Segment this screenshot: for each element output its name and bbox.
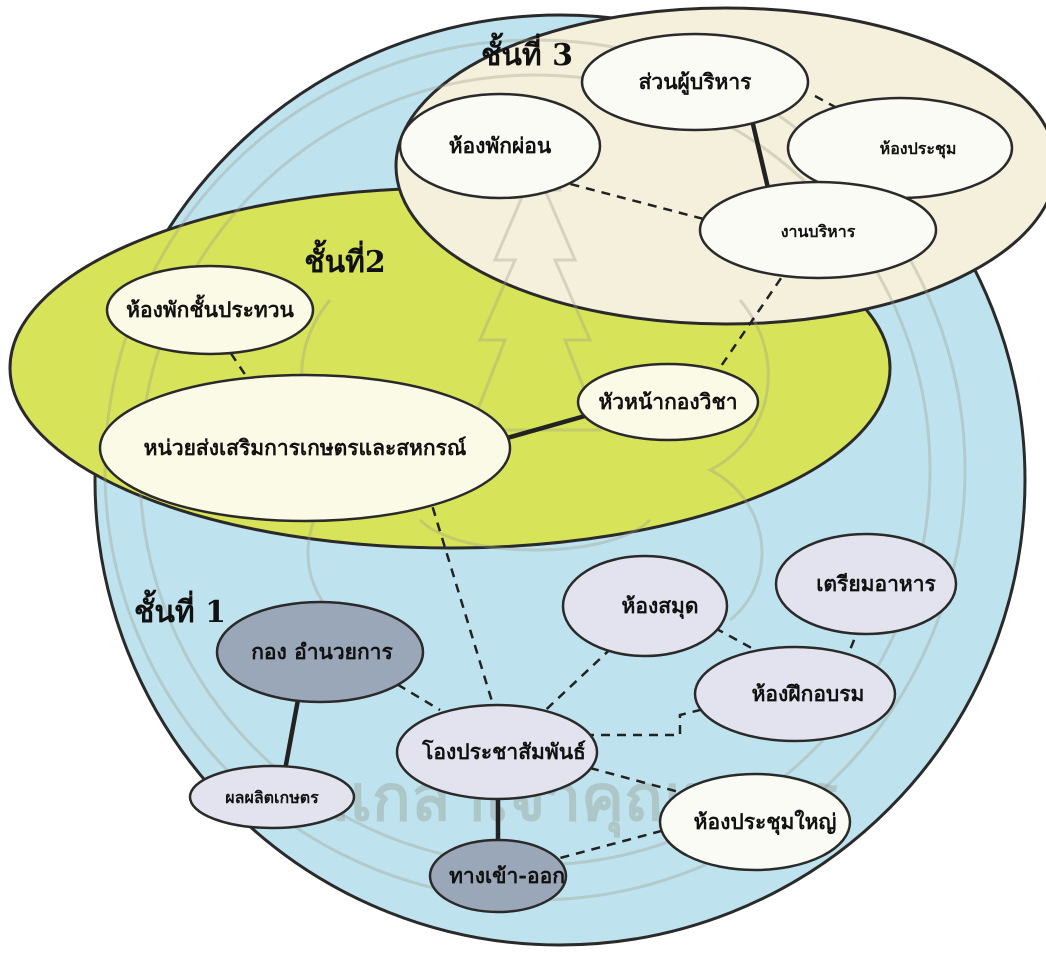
connector-director-to-pr: [369, 666, 441, 712]
node-product-display: ผลผลิตเกษตร: [188, 764, 356, 830]
connector-entrance-to-largemeeting: [544, 828, 666, 864]
connector-wardrest-to-agri: [220, 339, 264, 401]
node-agri-coop-unit: หน่วยส่งเสริมการเกษตรและสหกรณ์: [98, 373, 512, 523]
node-admin-work-label: งานบริหาร: [781, 222, 856, 241]
floor2-label: ชั้นที่2: [304, 239, 386, 280]
node-product-display-label: ผลผลิตเกษตร: [225, 788, 319, 807]
connector-pr-to-largemeeting: [589, 766, 691, 797]
node-large-meeting-room: ห้องประชุมใหญ่: [658, 772, 852, 872]
node-food-prep-label: เตรียมอาหาร: [816, 571, 936, 596]
node-division-head: หัวหน้ากองวิชา: [576, 362, 760, 442]
node-agri-coop-unit-label: หน่วยส่งเสริมการเกษตรและสหกรณ์: [144, 435, 467, 460]
node-training-room-label: ห้องฝึกอบรม: [752, 681, 865, 706]
node-library-label: ห้องสมุด: [621, 593, 698, 620]
node-ward-rest-room-label: ห้องพักชั้นประทวน: [126, 294, 294, 322]
node-executive-section: ส่วนผู้บริหาร: [580, 32, 810, 132]
connector-agri-to-pr: [426, 491, 496, 709]
node-meeting-room-label: ห้องประชุม: [880, 139, 957, 159]
node-executive-section-label: ส่วนผู้บริหาร: [639, 69, 753, 96]
node-large-meeting-room-label: ห้องประชุมใหญ่: [694, 809, 837, 836]
connector-admin-to-divhead: [713, 264, 792, 376]
node-ward-rest-room: ห้องพักชั้นประทวน: [105, 264, 315, 356]
floor1-label: ชั้นที่ 1: [134, 589, 226, 630]
node-public-relations-hall: โองประชาสัมพันธ์: [395, 703, 599, 801]
node-rest-room-label: ห้องพักผ่อน: [449, 133, 552, 158]
floor3-label: ชั้นที่ 3: [481, 32, 573, 73]
node-director-division: กอง อำนวยการ: [215, 600, 425, 704]
node-rest-room: ห้องพักผ่อน: [398, 92, 602, 200]
connector-pr-to-library: [534, 639, 621, 721]
node-entrance-exit: ทางเข้า-ออก: [428, 838, 568, 914]
node-food-prep: เตรียมอาหาร: [774, 532, 958, 636]
node-library: ห้องสมุด: [561, 554, 729, 658]
connector-executive-to-admin: [749, 119, 771, 189]
node-training-room: ห้องฝึกอบรม: [693, 645, 897, 743]
node-entrance-exit-label: ทางเข้า-ออก: [449, 863, 565, 888]
node-admin-work: งานบริหาร: [698, 180, 938, 280]
connector-rest-to-admin: [554, 178, 716, 224]
node-public-relations-hall-label: โองประชาสัมพันธ์: [421, 739, 586, 764]
node-division-head-label: หัวหน้ากองวิชา: [598, 389, 737, 414]
connector-agri-to-divhead: [499, 411, 593, 443]
node-director-division-label: กอง อำนวยการ: [251, 639, 393, 664]
